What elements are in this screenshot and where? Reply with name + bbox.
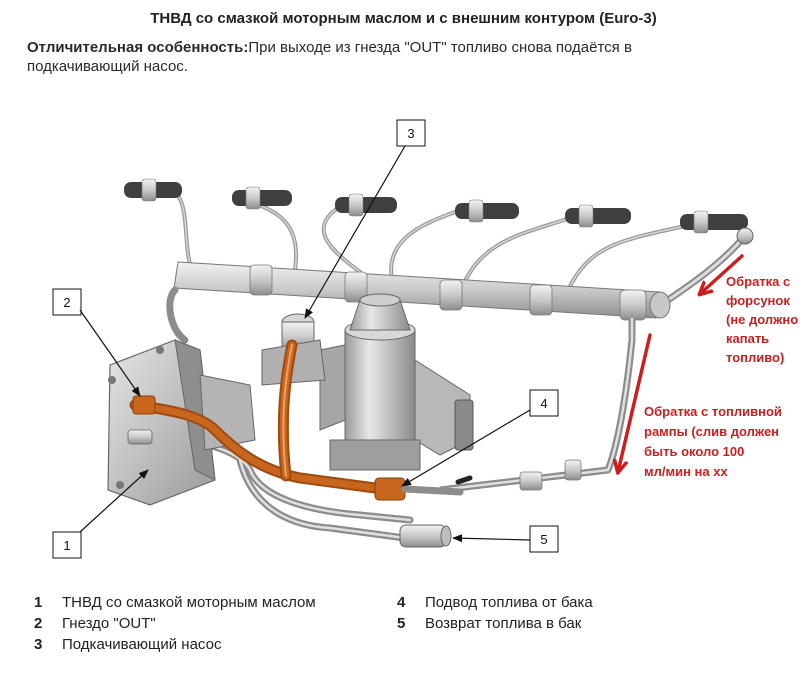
legend-item: 1 ТНВД со смазкой моторным маслом	[34, 592, 316, 613]
callout-4: 4	[401, 389, 559, 487]
injector-4	[455, 199, 519, 223]
legend-text: Возврат топлива в бак	[425, 615, 582, 632]
callout-2: 2	[52, 288, 141, 397]
svg-text:5: 5	[540, 532, 547, 547]
legend-number: 4	[397, 594, 406, 611]
injector-return-note-line: (не должно	[726, 312, 799, 327]
legend-number: 1	[34, 594, 43, 611]
injector-5	[565, 204, 631, 228]
legend-text: Гнездо "OUT"	[62, 615, 156, 632]
svg-text:4: 4	[540, 396, 547, 411]
red-arrow-injector-return	[700, 254, 744, 294]
diagram-description: Отличительная особенность:При выходе из …	[27, 38, 677, 76]
legend-number: 2	[34, 615, 43, 632]
svg-text:3: 3	[407, 126, 414, 141]
out-fuel-pipe	[129, 339, 406, 501]
legend-item: 4 Подвод топлива от бака	[397, 592, 593, 613]
fuel-rail	[173, 261, 671, 321]
injector-2	[232, 186, 292, 210]
legend-right: 4 Подвод топлива от бака 5 Возврат топлива…	[397, 592, 593, 634]
injectors	[124, 178, 748, 234]
legend-number: 3	[34, 636, 43, 653]
injector-return-note-line: топливо)	[726, 350, 785, 365]
svg-text:2: 2	[63, 295, 70, 310]
rail-return-note-line: быть около 100	[644, 444, 745, 459]
description-label: Отличительная особенность:	[27, 39, 249, 56]
callout-3: 3	[304, 119, 426, 319]
fuel-filter	[319, 293, 474, 471]
high-pressure-pump	[107, 339, 256, 506]
legend-item: 5 Возврат топлива в бак	[397, 613, 593, 634]
injector-return-note-line: Обратка с	[726, 274, 791, 289]
rail-return-note-line: рампы (слив должен	[644, 424, 780, 439]
legend-text: Подвод топлива от бака	[425, 594, 593, 611]
legend-item: 2 Гнездо "OUT"	[34, 613, 316, 634]
injector-6	[680, 210, 748, 234]
injector-return-note-line: форсунок	[726, 293, 790, 308]
rail-return-note-line: мл/мин на хх	[644, 464, 728, 479]
injector-1	[124, 178, 182, 202]
rail-return-note: Обратка с топливной рампы (слив должен б…	[644, 402, 782, 482]
legend-number: 5	[397, 615, 406, 632]
diagram-title: ТНВД со смазкой моторным маслом и с внеш…	[150, 10, 657, 27]
svg-text:1: 1	[63, 538, 70, 553]
return-fitting	[399, 524, 452, 548]
legend-left: 1 ТНВД со смазкой моторным маслом 2 Гнездо…	[34, 592, 316, 655]
injector-return-note-line: капать	[726, 331, 770, 346]
callout-1: 1	[52, 469, 149, 559]
description-text: При выходе из гнезда "OUT" топливо снова…	[27, 39, 632, 75]
injector-3	[335, 193, 397, 217]
red-arrow-rail-return	[618, 333, 652, 472]
injector-return-note: Обратка с форсунок (не должно капать топ…	[726, 272, 798, 367]
legend-item: 3 Подкачивающий насос	[34, 634, 316, 655]
callout-5: 5	[452, 525, 559, 553]
rail-return-note-line: Обратка с топливной	[644, 404, 782, 419]
legend-text: Подкачивающий насос	[62, 636, 222, 653]
legend-text: ТНВД со смазкой моторным маслом	[62, 594, 316, 611]
